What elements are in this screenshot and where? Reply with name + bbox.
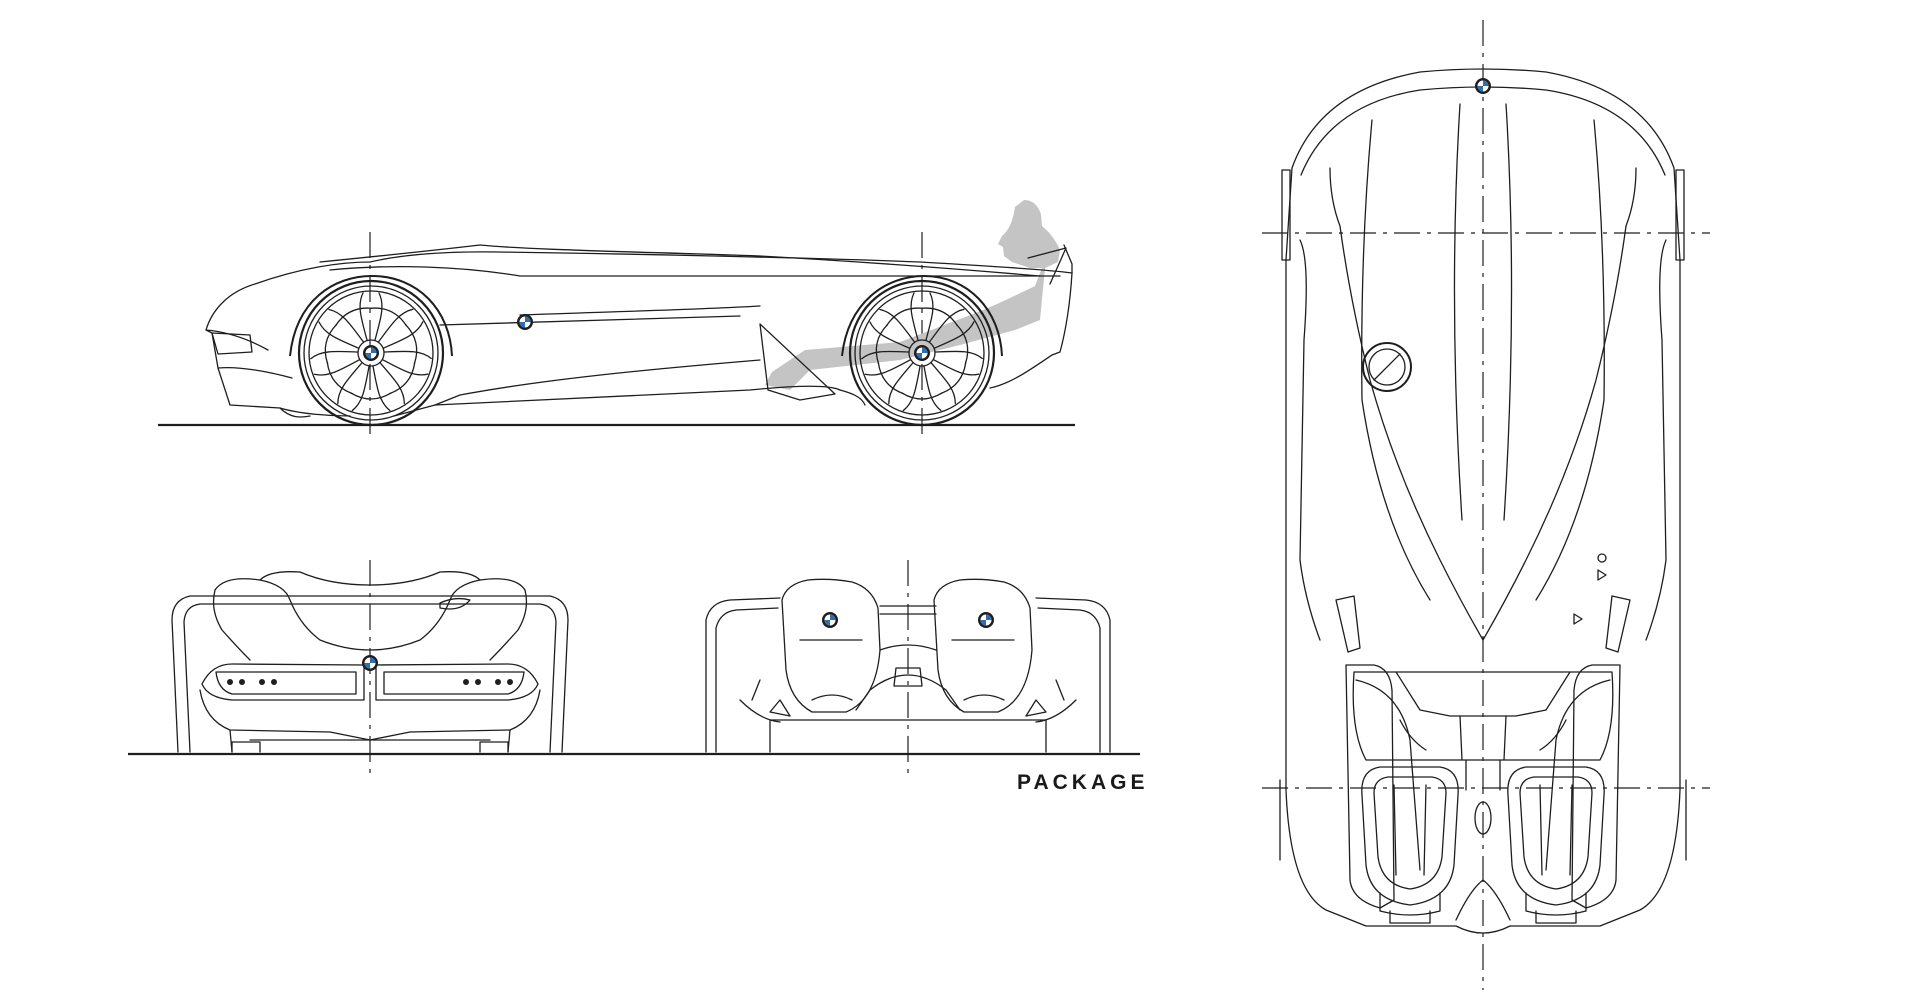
rear-wheel	[850, 281, 994, 425]
front-view	[128, 560, 1140, 778]
front-badge	[362, 655, 378, 671]
front-lamp-dots	[227, 679, 513, 685]
fuel-cap	[1362, 342, 1412, 392]
front-wheel-arch	[289, 274, 453, 357]
package-label: PACKAGE	[1017, 771, 1149, 794]
front-wheel	[299, 281, 443, 425]
side-body-outline	[205, 244, 1073, 418]
side-badge	[517, 314, 533, 330]
rear-badge-left	[822, 612, 838, 628]
top-body-outline	[1279, 68, 1687, 934]
top-seat-left	[1361, 766, 1459, 924]
rear-wheel-arch	[841, 274, 1003, 357]
top-badge	[1475, 78, 1491, 94]
rear-badge-right	[978, 612, 994, 628]
driver-silhouette	[765, 200, 1060, 390]
side-view	[158, 200, 1075, 440]
top-small-markers	[1573, 553, 1607, 625]
rear-view	[705, 560, 1111, 778]
top-seat-right	[1507, 766, 1605, 924]
top-view	[1262, 20, 1710, 990]
